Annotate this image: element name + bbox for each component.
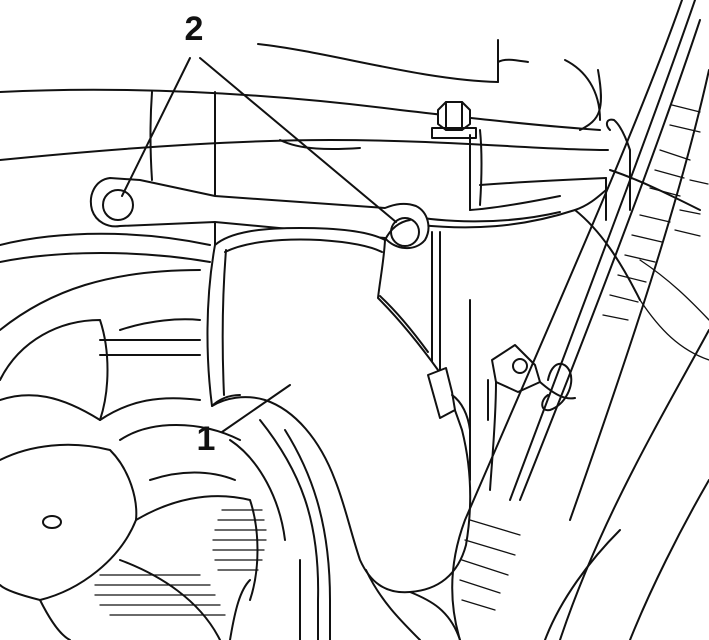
bolt-head [431, 101, 477, 139]
air-duct [206, 219, 472, 640]
hood-hatching [459, 104, 709, 611]
callout-1-leader [221, 384, 291, 433]
callout-label-2: 2 [185, 10, 204, 48]
bolt-hole-left-icon [102, 189, 134, 221]
cooling-fan [0, 319, 286, 640]
hood-edge [451, 0, 709, 640]
callout-2-leaders [121, 57, 397, 223]
fan-shroud [0, 232, 331, 640]
callout-label-1: 1 [197, 420, 216, 458]
fan-hub-icon [42, 515, 62, 529]
radiator-core [404, 169, 701, 481]
upper-body-panel [0, 39, 609, 246]
hose-clamp [489, 344, 576, 491]
